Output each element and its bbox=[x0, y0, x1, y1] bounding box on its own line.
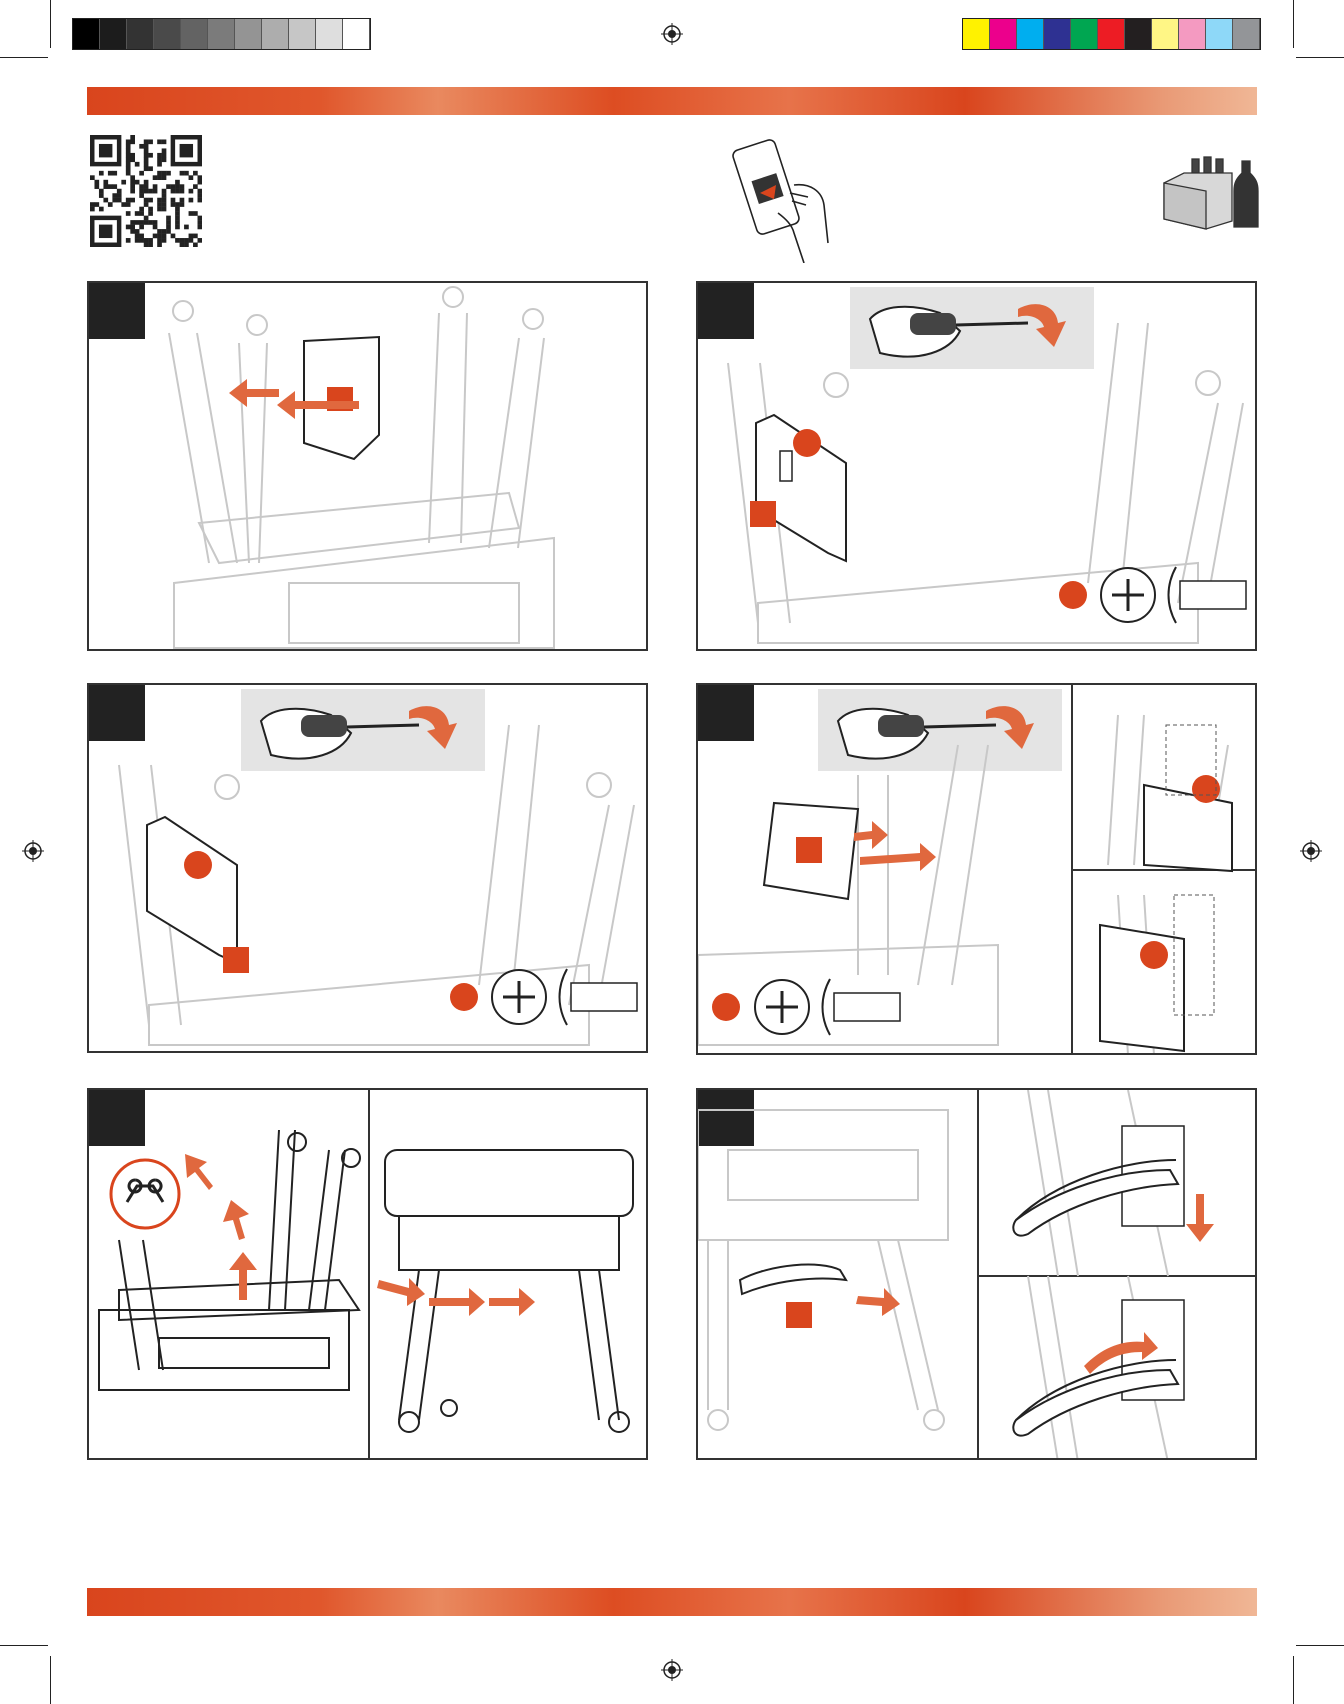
color-swatch bbox=[73, 19, 100, 49]
color-swatch bbox=[1017, 19, 1044, 49]
color-swatch bbox=[100, 19, 127, 49]
grayscale-color-bar bbox=[72, 18, 371, 50]
color-swatch bbox=[1179, 19, 1206, 49]
phone-video-icon bbox=[732, 133, 847, 263]
crop-mark bbox=[50, 0, 51, 48]
color-swatch bbox=[262, 19, 289, 49]
six-pack-icon bbox=[1162, 155, 1260, 230]
process-color-bar bbox=[962, 18, 1261, 50]
color-swatch bbox=[181, 19, 208, 49]
color-swatch bbox=[1098, 19, 1125, 49]
crop-mark bbox=[0, 57, 48, 58]
registration-mark-icon bbox=[661, 23, 683, 45]
step-6-panel bbox=[696, 1088, 1257, 1460]
step-2-panel bbox=[696, 281, 1257, 651]
color-swatch bbox=[127, 19, 154, 49]
color-swatch bbox=[154, 19, 181, 49]
color-swatch bbox=[1125, 19, 1152, 49]
crop-mark bbox=[1296, 57, 1344, 58]
color-swatch bbox=[343, 19, 370, 49]
registration-mark-icon bbox=[22, 840, 44, 862]
color-swatch bbox=[316, 19, 343, 49]
registration-mark-icon bbox=[661, 1659, 683, 1681]
crop-mark bbox=[1293, 0, 1294, 48]
color-swatch bbox=[235, 19, 262, 49]
color-swatch bbox=[289, 19, 316, 49]
crop-mark bbox=[0, 1645, 48, 1646]
qr-code-icon[interactable] bbox=[90, 135, 202, 247]
step-3-panel bbox=[87, 683, 648, 1053]
header-band bbox=[87, 87, 1257, 115]
crop-mark bbox=[1296, 1645, 1344, 1646]
registration-mark-icon bbox=[1300, 840, 1322, 862]
color-swatch bbox=[963, 19, 990, 49]
color-swatch bbox=[1233, 19, 1260, 49]
footer-band bbox=[87, 1588, 1257, 1616]
color-swatch bbox=[1071, 19, 1098, 49]
color-swatch bbox=[990, 19, 1017, 49]
step-5-panel bbox=[87, 1088, 648, 1460]
crop-mark bbox=[1293, 1656, 1294, 1704]
step-1-panel bbox=[87, 281, 648, 651]
step-4-panel bbox=[696, 683, 1257, 1055]
color-swatch bbox=[208, 19, 235, 49]
crop-mark bbox=[50, 1656, 51, 1704]
color-swatch bbox=[1044, 19, 1071, 49]
color-swatch bbox=[1152, 19, 1179, 49]
color-swatch bbox=[1206, 19, 1233, 49]
